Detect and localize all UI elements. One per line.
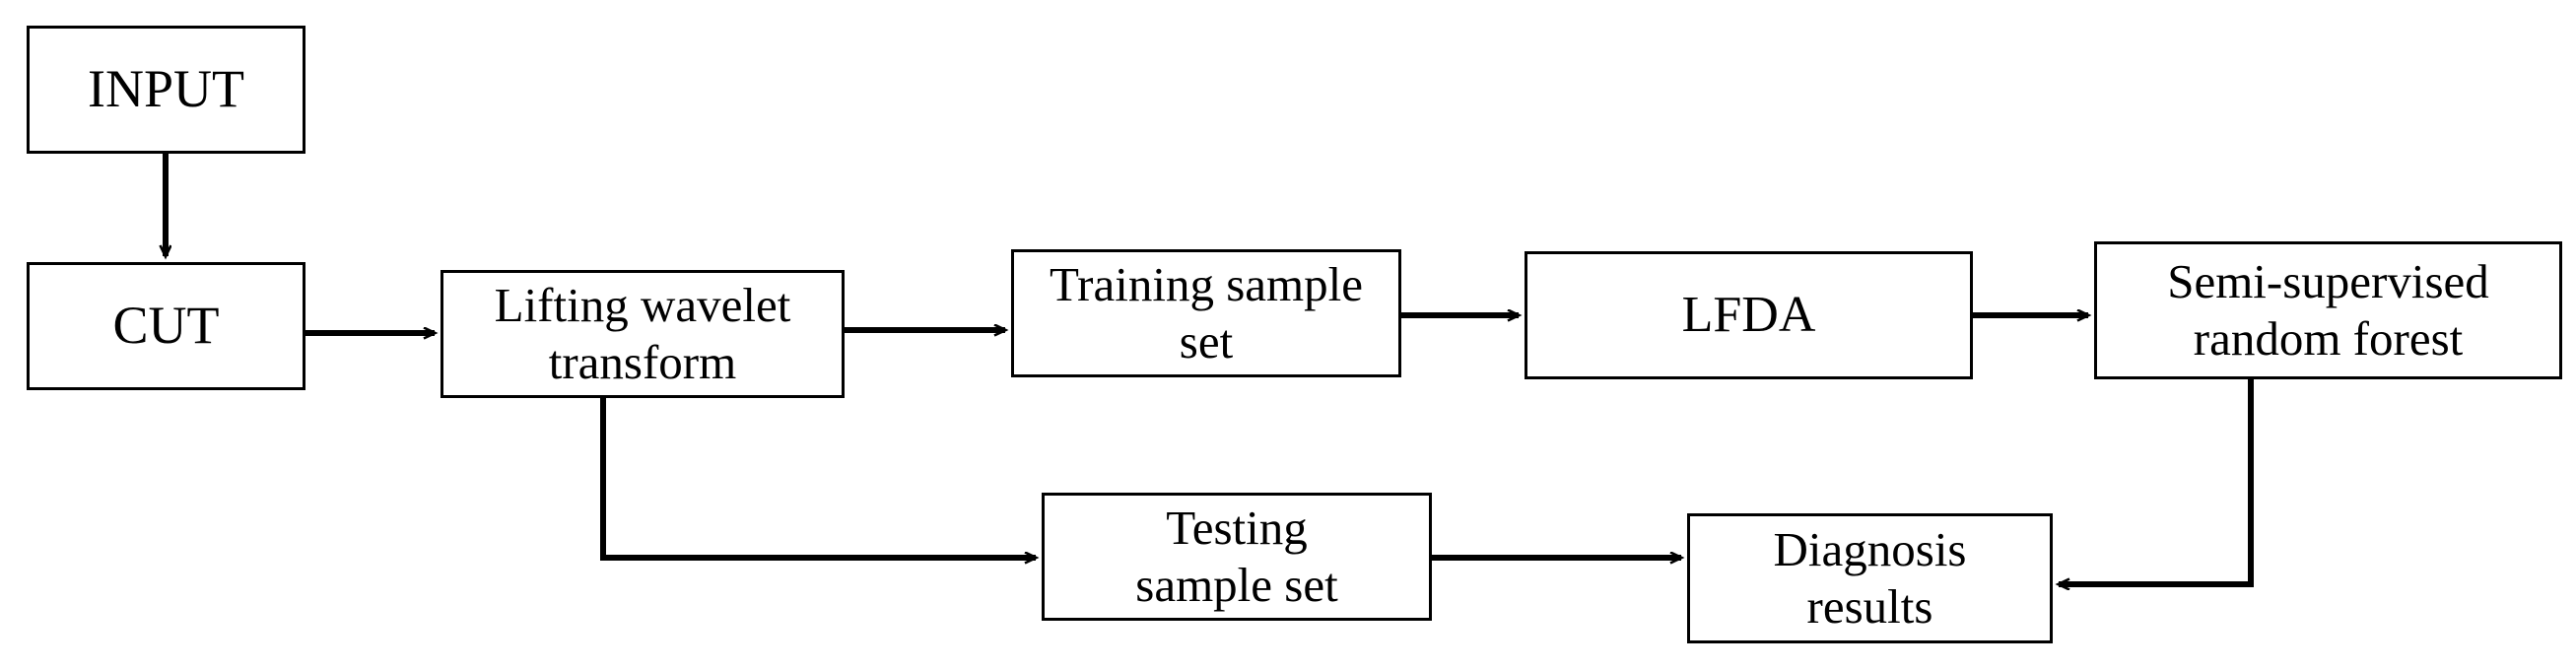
node-lifting-wavelet-transform-label: Lifting wavelet transform <box>494 278 791 389</box>
edge-ssrf-to-diagnosis <box>2059 379 2254 584</box>
node-training-sample-set-label: Training sample set <box>1049 257 1364 368</box>
node-testing-sample-set-label: Testing sample set <box>1135 501 1338 612</box>
node-training-sample-set[interactable]: Training sample set <box>1011 249 1401 377</box>
node-lifting-wavelet-transform[interactable]: Lifting wavelet transform <box>441 270 845 398</box>
node-input[interactable]: INPUT <box>27 26 305 154</box>
node-cut-label: CUT <box>112 296 220 356</box>
node-lfda[interactable]: LFDA <box>1525 251 1973 379</box>
node-testing-sample-set[interactable]: Testing sample set <box>1042 493 1432 621</box>
node-diagnosis-results-label: Diagnosis results <box>1773 522 1967 634</box>
node-lfda-label: LFDA <box>1681 287 1816 344</box>
node-semi-supervised-random-forest-label: Semi-supervised random forest <box>2167 254 2489 366</box>
node-input-label: INPUT <box>88 59 244 119</box>
node-cut[interactable]: CUT <box>27 262 305 390</box>
edge-lwt-to-test <box>600 398 1036 558</box>
node-diagnosis-results[interactable]: Diagnosis results <box>1687 513 2053 643</box>
node-semi-supervised-random-forest[interactable]: Semi-supervised random forest <box>2094 241 2562 379</box>
